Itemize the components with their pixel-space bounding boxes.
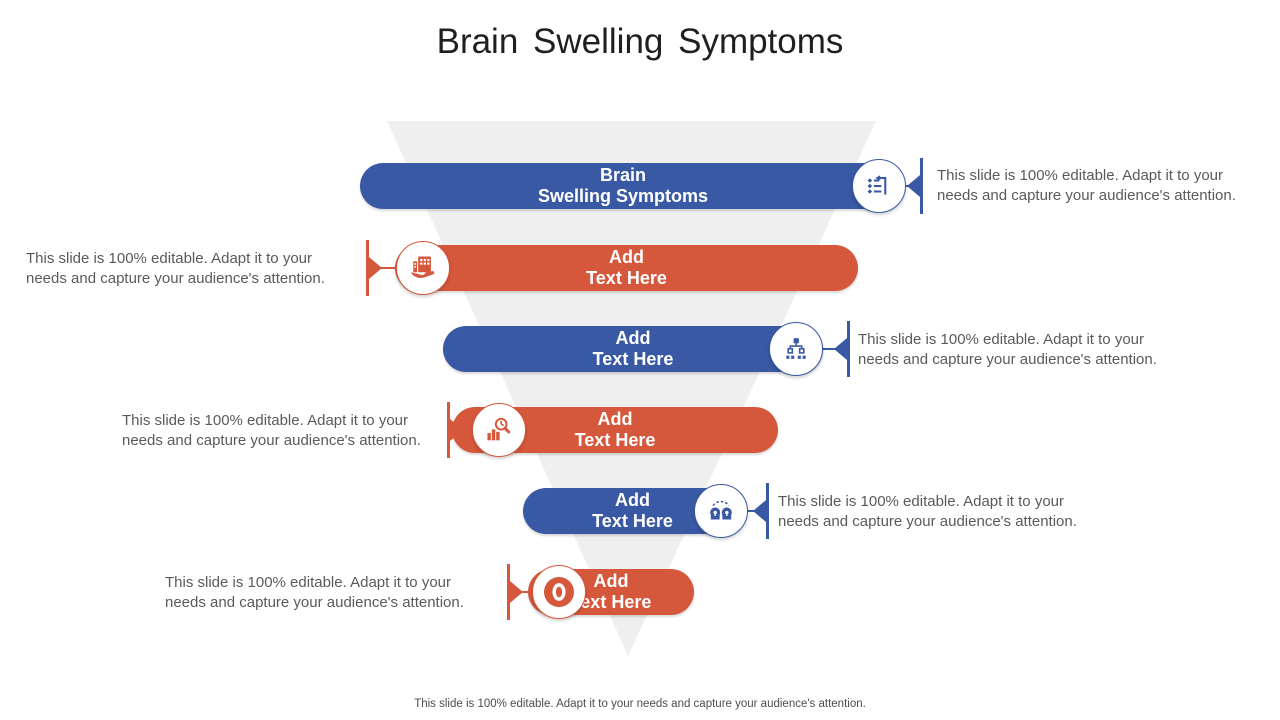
- description-line2: needs and capture your audience's attent…: [778, 512, 1077, 530]
- zero-badge-icon: [544, 577, 574, 607]
- bar-label-line2: Swelling Symptoms: [537, 186, 709, 206]
- callout-connector: [746, 510, 755, 512]
- callout-connector: [380, 267, 398, 269]
- minds-exchange-icon: [710, 500, 732, 520]
- funnel-bar-1[interactable]: Brain Swelling Symptoms: [360, 163, 886, 209]
- bar-label-line1: Add: [597, 409, 633, 429]
- description-line1: This slide is 100% editable. Adapt it to…: [26, 250, 312, 267]
- row-5-description: This slide is 100% editable. Adapt it to…: [778, 492, 1108, 531]
- description-line1: This slide is 100% editable. Adapt it to…: [937, 167, 1223, 184]
- row-6-description: This slide is 100% editable. Adapt it to…: [165, 573, 495, 612]
- callout-pointer: [510, 581, 523, 603]
- description-line1: This slide is 100% editable. Adapt it to…: [778, 493, 1064, 510]
- row-4-description: This slide is 100% editable. Adapt it to…: [122, 411, 452, 450]
- callout-line: [766, 483, 769, 539]
- bar-label-line1: Add: [615, 328, 651, 348]
- callout-line: [447, 402, 450, 458]
- bar-label-line2: Text Here: [592, 349, 674, 369]
- description-line2: needs and capture your audience's attent…: [122, 431, 421, 449]
- slide-footer: This slide is 100% editable. Adapt it to…: [414, 698, 866, 710]
- process-list-icon: [867, 175, 887, 195]
- icon-circle-6: [532, 565, 586, 619]
- callout-line: [920, 158, 923, 214]
- bar-label-line2: Text Here: [574, 430, 656, 450]
- bar-label-line1: Add: [609, 247, 644, 267]
- bar-label-line1: Add: [593, 571, 629, 591]
- row-2-description: This slide is 100% editable. Adapt it to…: [26, 249, 356, 288]
- callout-line: [507, 564, 510, 620]
- funnel-bar-2[interactable]: Add Text Here: [395, 245, 858, 291]
- icon-circle-3: [769, 322, 823, 376]
- org-chart-icon: [786, 338, 806, 359]
- row-3-description: This slide is 100% editable. Adapt it to…: [858, 330, 1188, 369]
- description-line1: This slide is 100% editable. Adapt it to…: [122, 412, 408, 429]
- description-line2: needs and capture your audience's attent…: [937, 186, 1236, 204]
- bar-label-line2: Text Here: [586, 268, 667, 288]
- chart-search-icon: [487, 417, 511, 441]
- icon-circle-5: [694, 484, 748, 538]
- description-line1: This slide is 100% editable. Adapt it to…: [858, 331, 1144, 348]
- description-line1: This slide is 100% editable. Adapt it to…: [165, 574, 451, 591]
- bar-label-line2: Text Here: [570, 592, 652, 612]
- description-line2: needs and capture your audience's attent…: [165, 593, 464, 611]
- row-1-description: This slide is 100% editable. Adapt it to…: [937, 166, 1267, 205]
- callout-connector: [521, 591, 534, 593]
- callout-connector: [820, 348, 835, 350]
- callout-pointer: [753, 500, 766, 522]
- icon-circle-4: [472, 403, 526, 457]
- description-line2: needs and capture your audience's attent…: [858, 350, 1157, 368]
- slide-title: Brain Swelling Symptoms: [436, 22, 844, 61]
- callout-pointer: [834, 338, 847, 360]
- callout-line: [366, 240, 369, 296]
- bar-label-line1: Add: [615, 490, 650, 510]
- callout-connector: [461, 429, 474, 431]
- description-line2: needs and capture your audience's attent…: [26, 269, 325, 287]
- bar-label-line1: Brain: [599, 165, 646, 185]
- bar-label-line2: Text Here: [592, 511, 673, 531]
- icon-circle-2: [396, 241, 450, 295]
- callout-pointer: [369, 257, 382, 279]
- icon-circle-1: [852, 159, 906, 213]
- funnel-bar-3[interactable]: Add Text Here: [443, 326, 823, 372]
- callout-line: [847, 321, 850, 377]
- building-hand-icon: [410, 256, 435, 278]
- callout-pointer: [907, 175, 920, 197]
